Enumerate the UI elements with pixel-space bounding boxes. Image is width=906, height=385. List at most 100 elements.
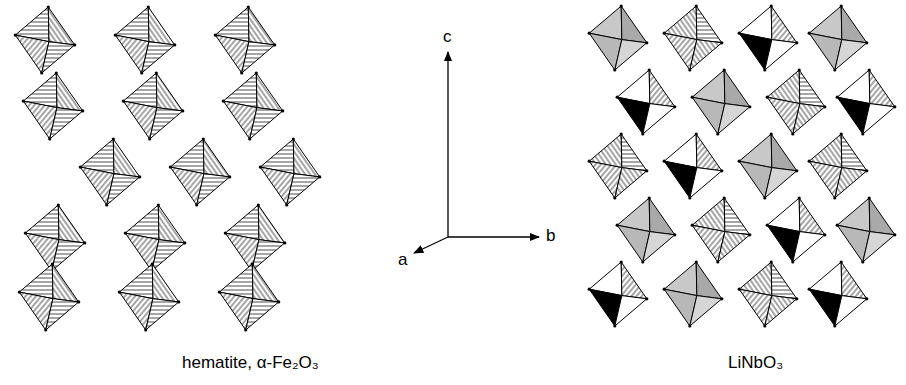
vertex-dot bbox=[47, 5, 50, 8]
vertex-dot bbox=[840, 4, 843, 7]
vertex-dot bbox=[770, 260, 773, 263]
vertex-dot bbox=[144, 328, 147, 331]
octahedron-face bbox=[107, 174, 140, 205]
octahedron-face bbox=[771, 6, 797, 43]
vertex-dot bbox=[695, 4, 698, 7]
vertex-dot bbox=[766, 96, 769, 99]
octahedron bbox=[738, 132, 799, 199]
octahedron-face bbox=[48, 7, 74, 45]
octahedron-face bbox=[42, 42, 75, 73]
vertex-dot bbox=[273, 43, 276, 46]
axis-label: c bbox=[443, 28, 452, 47]
vertex-dot bbox=[613, 324, 616, 327]
vertex-dot bbox=[248, 137, 251, 140]
octahedron bbox=[214, 5, 277, 74]
octahedron-face bbox=[148, 7, 174, 45]
vertex-dot bbox=[695, 260, 698, 263]
vertex-dot bbox=[663, 288, 666, 291]
vertex-dot bbox=[255, 71, 258, 74]
vertex-dot bbox=[224, 231, 227, 234]
octahedron bbox=[22, 71, 85, 140]
vertex-dot bbox=[720, 41, 723, 44]
vertex-dot bbox=[833, 196, 836, 199]
vertex-dot bbox=[616, 96, 619, 99]
vertex-dot bbox=[620, 132, 623, 135]
octahedron-face bbox=[771, 134, 797, 171]
octahedron-face bbox=[242, 42, 275, 73]
vertex-dot bbox=[808, 288, 811, 291]
vertex-dot bbox=[228, 175, 231, 178]
octahedron bbox=[616, 196, 677, 263]
vertex-dot bbox=[181, 109, 184, 112]
vertex-dot bbox=[616, 224, 619, 227]
vertex-dot bbox=[716, 260, 719, 263]
vertex-dot bbox=[791, 260, 794, 263]
octahedron-face bbox=[248, 7, 274, 45]
octahedron-face bbox=[113, 139, 139, 177]
octahedron-face bbox=[835, 40, 867, 70]
vertex-dot bbox=[138, 175, 141, 178]
octahedron bbox=[588, 132, 649, 199]
octahedron-face bbox=[156, 73, 182, 111]
octahedron bbox=[224, 203, 287, 272]
vertex-dot bbox=[673, 105, 676, 108]
vertex-dot bbox=[14, 33, 17, 36]
octahedron bbox=[738, 260, 799, 327]
vertex-dot bbox=[40, 71, 43, 74]
vertex-dot bbox=[840, 260, 843, 263]
octahedron-face bbox=[869, 70, 895, 107]
vertex-dot bbox=[695, 132, 698, 135]
octahedron-face bbox=[793, 232, 825, 262]
octahedron-face bbox=[771, 262, 797, 299]
octahedron-face bbox=[799, 70, 825, 107]
vertex-dot bbox=[277, 300, 280, 303]
octahedron-face bbox=[46, 299, 79, 330]
structure-caption: LiNbO₃ bbox=[728, 354, 783, 373]
vertex-dot bbox=[613, 68, 616, 71]
vertex-dot bbox=[124, 231, 127, 234]
vertex-dot bbox=[738, 288, 741, 291]
vertex-dot bbox=[24, 231, 27, 234]
axis-c bbox=[447, 52, 448, 237]
octahedron-face bbox=[649, 70, 675, 107]
octahedron-face bbox=[146, 299, 179, 330]
octahedron-face bbox=[158, 205, 184, 243]
vertex-dot bbox=[836, 96, 839, 99]
vertex-dot bbox=[795, 297, 798, 300]
octahedron bbox=[79, 137, 142, 206]
octahedron-face bbox=[150, 108, 183, 139]
octahedron-face bbox=[152, 264, 178, 302]
vertex-dot bbox=[688, 324, 691, 327]
vertex-dot bbox=[763, 324, 766, 327]
vertex-dot bbox=[798, 196, 801, 199]
octahedron-face bbox=[621, 6, 647, 43]
vertex-dot bbox=[44, 328, 47, 331]
octahedron-face bbox=[52, 240, 85, 271]
vertex-dot bbox=[688, 68, 691, 71]
octahedron bbox=[124, 203, 187, 272]
vertex-dot bbox=[663, 32, 666, 35]
hematite-structure bbox=[14, 5, 322, 331]
octahedron bbox=[663, 4, 724, 71]
octahedron-face bbox=[256, 73, 282, 111]
vertex-dot bbox=[48, 137, 51, 140]
vertex-dot bbox=[122, 99, 125, 102]
vertex-dot bbox=[738, 160, 741, 163]
octahedron bbox=[169, 137, 232, 206]
vertex-dot bbox=[716, 132, 719, 135]
vertex-dot bbox=[251, 262, 254, 265]
vertex-dot bbox=[173, 43, 176, 46]
octahedron bbox=[808, 132, 869, 199]
octahedron-face bbox=[246, 299, 279, 330]
octahedron-face bbox=[252, 240, 285, 271]
octahedron-face bbox=[203, 139, 229, 177]
vertex-dot bbox=[720, 169, 723, 172]
octahedron bbox=[14, 5, 77, 74]
vertex-dot bbox=[645, 41, 648, 44]
octahedron bbox=[259, 137, 322, 206]
octahedron bbox=[691, 68, 752, 135]
vertex-dot bbox=[105, 203, 108, 206]
vertex-dot bbox=[748, 233, 751, 236]
octahedron-face bbox=[835, 168, 867, 198]
